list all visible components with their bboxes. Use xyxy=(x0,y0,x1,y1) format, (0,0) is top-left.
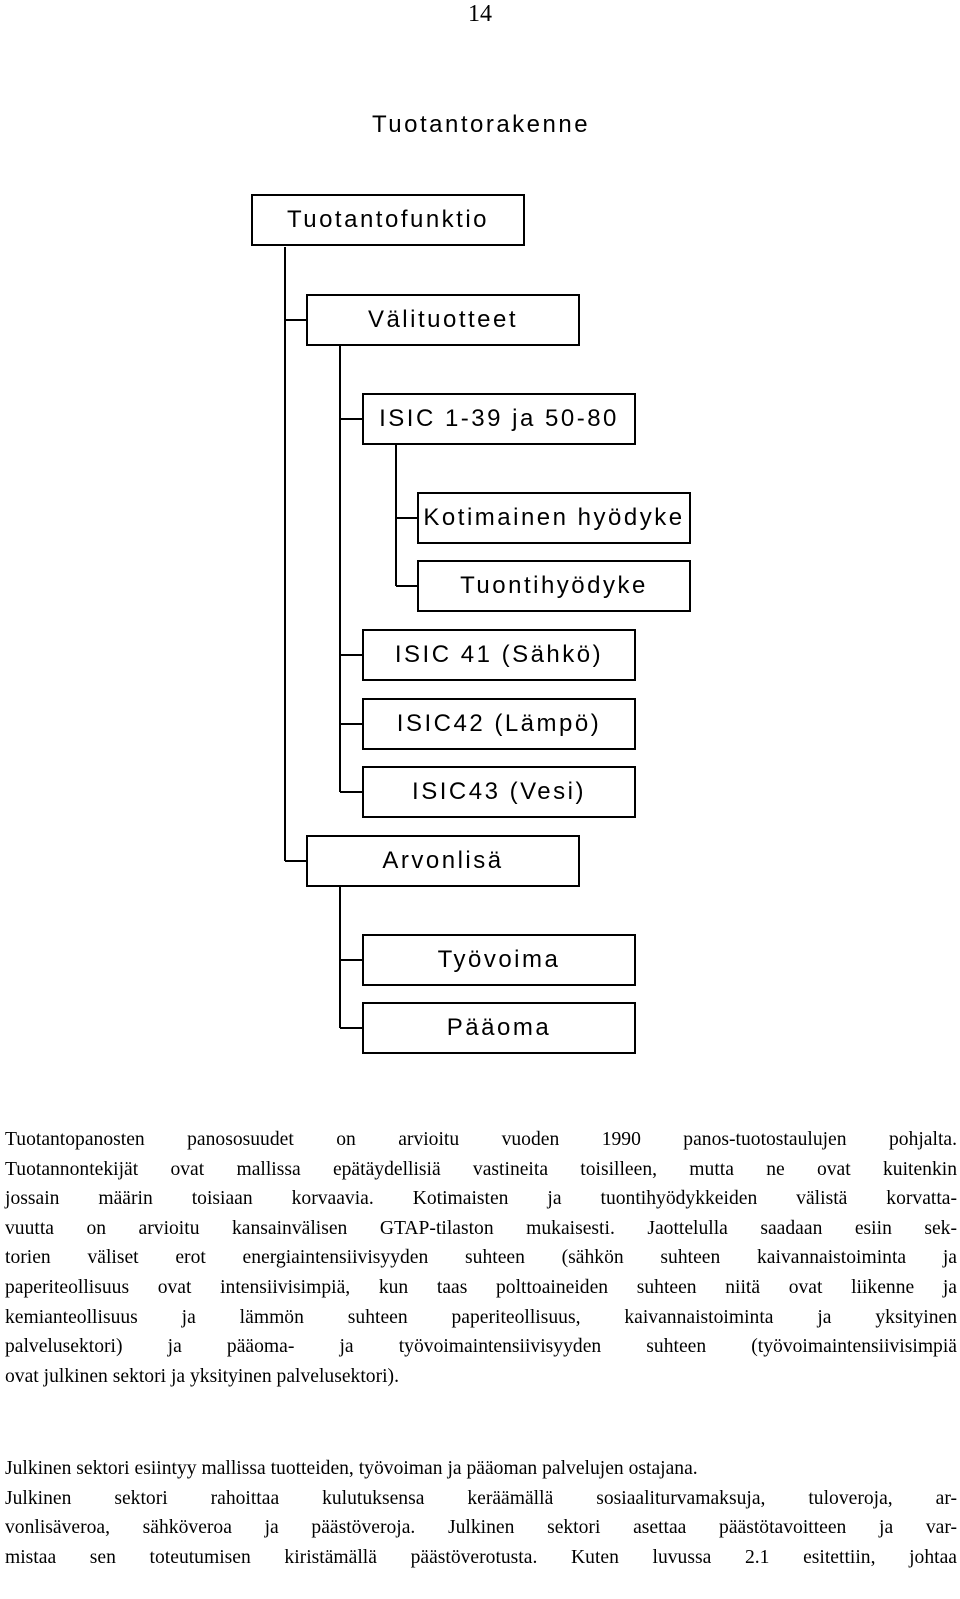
node-kotimainen-hyodyke: Kotimainen hyödyke xyxy=(417,492,691,544)
text-line: Julkinen sektori rahoittaa kulutuksensa … xyxy=(5,1487,957,1509)
node-label: Tuontihyödyke xyxy=(460,572,648,599)
text-line: Tuotannontekijät ovat mallissa epätäydel… xyxy=(5,1158,957,1180)
node-label: Kotimainen hyödyke xyxy=(423,504,685,531)
text-line: vonlisäveroa, sähköveroa ja päästöveroja… xyxy=(5,1517,957,1539)
text-line: kemianteollisuus ja lämmön suhteen paper… xyxy=(5,1306,957,1328)
node-tyovoima: Työvoima xyxy=(362,934,636,986)
text-line: ovat julkinen sektori ja yksityinen palv… xyxy=(5,1365,399,1387)
node-label: ISIC43 (Vesi) xyxy=(412,778,586,805)
node-label: Pääoma xyxy=(446,1014,552,1041)
diagram-title: Tuotantorakenne xyxy=(372,111,591,138)
page-number: 14 xyxy=(468,1,492,27)
node-isic-1-39-50-80: ISIC 1-39 ja 50-80 xyxy=(362,393,636,445)
node-tuontihyodyke: Tuontihyödyke xyxy=(417,560,691,612)
paragraph-production-inputs: Tuotantopanosten panososuudet on arvioit… xyxy=(5,1125,957,1391)
node-tuotantofunktio: Tuotantofunktio xyxy=(251,194,525,246)
text-line: palvelusektori) ja pääoma- ja työvoimain… xyxy=(5,1336,957,1358)
node-isic-42: ISIC42 (Lämpö) xyxy=(362,698,636,750)
text-line: Tuotantopanosten panososuudet on arvioit… xyxy=(5,1129,957,1150)
text-line: mistaa sen toteutumisen kiristämällä pää… xyxy=(5,1546,957,1568)
text-line: paperiteollisuus ovat intensiivisimpiä, … xyxy=(5,1276,957,1298)
tree-connector-lines xyxy=(284,247,417,1029)
node-label: Tuotantofunktio xyxy=(286,206,490,233)
paragraph-public-sector: Julkinen sektori esiintyy mallissa tuott… xyxy=(5,1454,957,1572)
node-label: Välituotteet xyxy=(367,306,519,333)
text-line: vuutta on arvioitu kansainvälisen GTAP-t… xyxy=(5,1217,957,1239)
node-label: ISIC 41 (Sähkö) xyxy=(394,641,604,668)
text-line: torien väliset erot energiaintensiivisyy… xyxy=(5,1247,957,1269)
node-valituotteet: Välituotteet xyxy=(306,294,580,346)
node-label: ISIC42 (Lämpö) xyxy=(396,710,602,737)
node-label: Työvoima xyxy=(437,946,561,973)
node-arvonlisa: Arvonlisä xyxy=(306,835,580,887)
text-line: jossain määrin toisiaan korvaavia. Kotim… xyxy=(5,1188,957,1210)
text-line: Julkinen sektori esiintyy mallissa tuott… xyxy=(5,1458,698,1479)
node-paaoma: Pääoma xyxy=(362,1002,636,1054)
node-isic-43: ISIC43 (Vesi) xyxy=(362,766,636,818)
node-label: Arvonlisä xyxy=(382,847,504,874)
node-isic-41: ISIC 41 (Sähkö) xyxy=(362,629,636,681)
node-label: ISIC 1-39 ja 50-80 xyxy=(379,405,619,432)
